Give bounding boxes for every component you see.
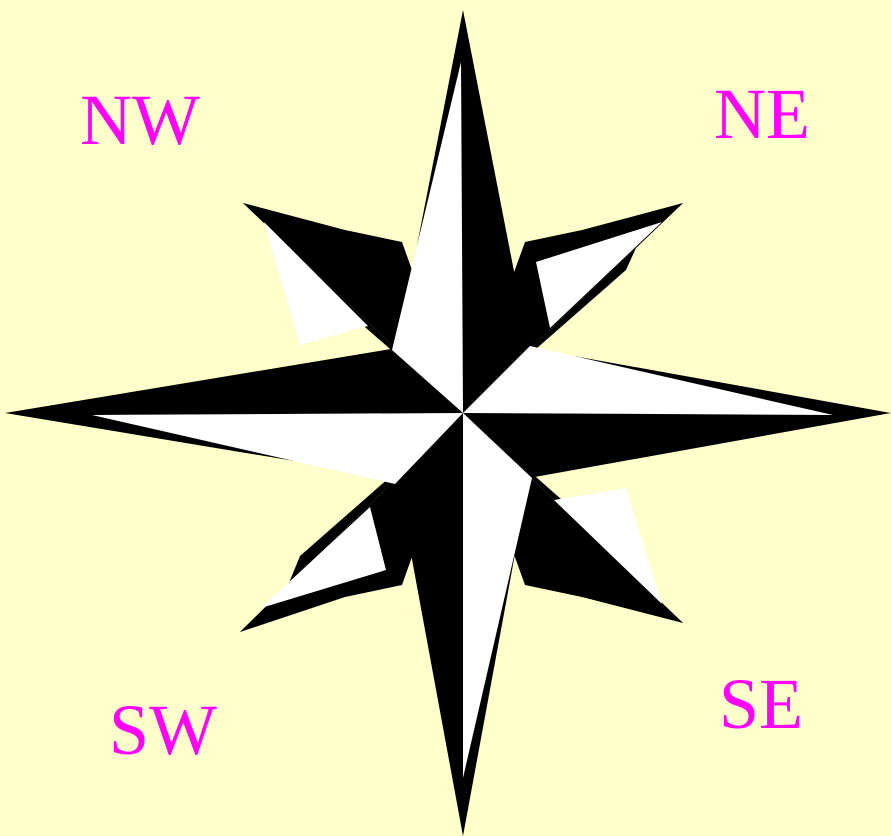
label-ne: NE — [714, 78, 810, 150]
label-nw: NW — [80, 84, 200, 156]
label-se: SE — [719, 668, 803, 740]
label-sw: SW — [109, 694, 217, 766]
